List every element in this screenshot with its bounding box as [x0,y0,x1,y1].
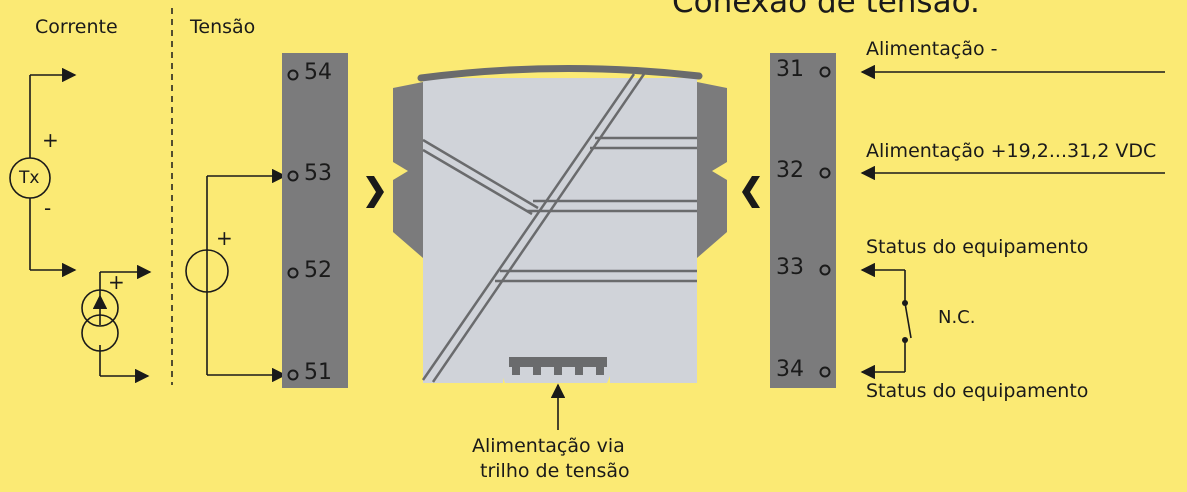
tx-label: Tx [19,168,40,188]
terminal-32: 32 [776,158,804,183]
terminal-51: 51 [304,360,332,385]
voltage-wiring [206,168,287,383]
status-contact-wiring [860,262,912,380]
page-title: Conexão de tensão. [672,0,980,20]
module-decor-lines [421,73,697,383]
supply-wiring [860,64,1165,181]
nc-label: N.C. [938,307,976,328]
terminal-52: 52 [304,258,332,283]
current-source-symbol [81,289,119,352]
chevron-left-icon [742,176,760,208]
tx-plus-sign: + [42,128,59,152]
current-loop-wiring [29,67,152,384]
status-bottom-label: Status do equipamento [866,380,1089,402]
rail-note-line2: trilho de tensão [480,460,630,482]
tx-minus-sign: - [44,196,52,220]
terminal-53: 53 [304,161,332,186]
section-label-voltage: Tensão [190,16,256,38]
supply-minus-label: Alimentação - [866,38,998,60]
voltage-source-symbol [185,249,229,293]
terminal-33: 33 [776,255,804,280]
contact-dots [902,300,908,343]
module-housing [393,64,727,383]
source-plus-sign: + [108,270,125,294]
rail-connector [509,357,607,375]
rail-note-line1: Alimentação via [472,435,625,457]
right-terminal-block [770,53,836,388]
terminal-54: 54 [304,60,332,85]
section-label-current: Corrente [35,16,118,38]
transmitter-symbol [9,157,51,199]
terminal-34: 34 [776,357,804,382]
terminal-31: 31 [776,57,804,82]
voltage-plus-sign: + [216,226,233,250]
right-terminal-screws [819,66,831,378]
supply-plus-label: Alimentação +19,2...31,2 VDC [866,140,1157,162]
left-terminal-screws [287,69,299,381]
left-terminal-block [282,53,348,388]
chevron-right-icon [366,176,384,208]
status-top-label: Status do equipamento [866,236,1089,258]
